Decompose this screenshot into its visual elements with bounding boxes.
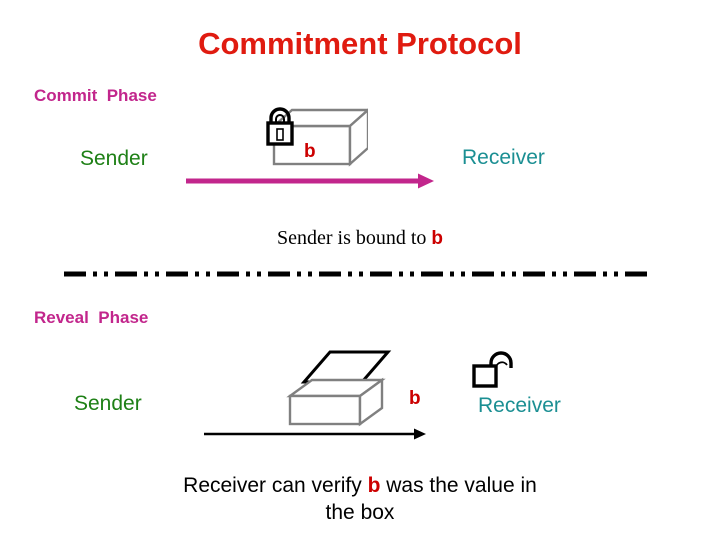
closed-padlock-icon: [266, 107, 294, 146]
reveal-caption: Receiver can verify b was the value in th…: [0, 472, 720, 526]
reveal-phase-heading: Reveal Phase: [34, 308, 149, 327]
commit-caption-text: Sender is bound to: [276, 227, 432, 249]
commit-value-b: b: [304, 141, 316, 162]
reveal-caption-value: b: [367, 474, 381, 497]
reveal-arrow-icon: [204, 428, 426, 440]
phase-divider: [64, 271, 648, 277]
reveal-caption-suffix: was the value in: [380, 474, 537, 497]
commit-sender-label: Sender: [80, 147, 148, 170]
reveal-caption-prefix: Receiver can verify: [183, 474, 368, 497]
open-box-icon: [286, 350, 392, 427]
closed-box-icon: [270, 108, 368, 167]
commit-phase-heading: Commit Phase: [34, 86, 157, 105]
reveal-value-b: b: [409, 388, 421, 409]
page-title: Commitment Protocol: [198, 26, 522, 61]
commit-arrow-icon: [186, 173, 434, 189]
commit-caption: Sender is bound to b: [0, 227, 720, 250]
reveal-sender-label: Sender: [74, 392, 142, 415]
commit-caption-value: b: [431, 228, 444, 249]
open-padlock-icon: [472, 351, 513, 388]
reveal-caption-line2: the box: [325, 501, 395, 524]
reveal-receiver-label: Receiver: [478, 394, 561, 417]
commit-receiver-label: Receiver: [462, 146, 545, 169]
